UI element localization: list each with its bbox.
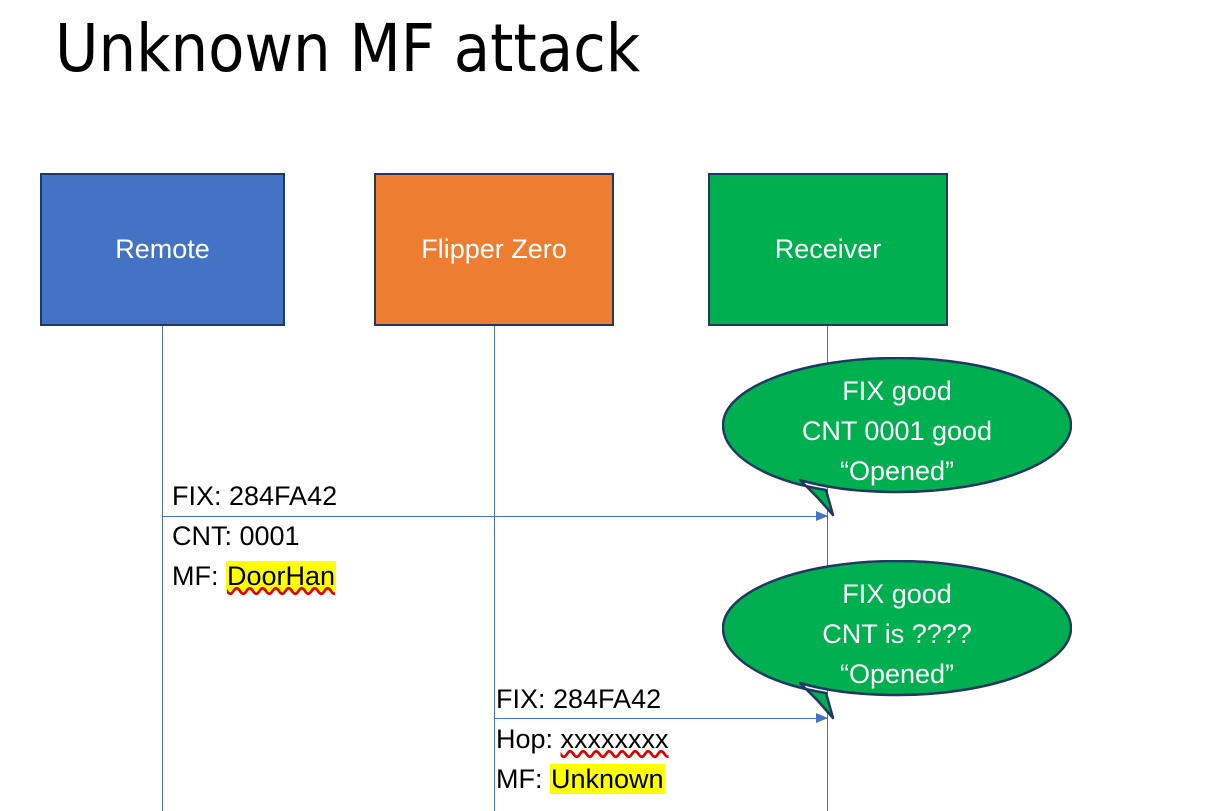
message-2-fix: FIX: 284FA42 xyxy=(496,684,662,714)
message-1-line-3: MF: DoorHan xyxy=(172,556,337,596)
speech-bubble-shape-icon xyxy=(722,560,1072,720)
lifeline-remote xyxy=(162,326,163,811)
arrow-flipper-to-receiver xyxy=(494,713,828,723)
speech-bubble-receiver-1[interactable]: FIX good CNT 0001 good “Opened” xyxy=(722,357,1072,517)
message-1-body: CNT: 0001 MF: DoorHan xyxy=(172,516,337,596)
actor-box-remote[interactable]: Remote xyxy=(40,173,285,326)
message-1-mf-prefix: MF: xyxy=(172,561,226,591)
message-2-body: Hop: xxxxxxxx MF: Unknown xyxy=(496,719,669,799)
actor-label-receiver: Receiver xyxy=(774,234,882,264)
message-2-line-2: Hop: xxxxxxxx xyxy=(496,719,669,759)
message-2-hop-value: xxxxxxxx xyxy=(560,724,669,754)
speech-bubble-shape-icon xyxy=(722,357,1072,517)
actor-box-flipper[interactable]: Flipper Zero xyxy=(374,173,614,326)
actor-label-remote: Remote xyxy=(115,234,210,264)
actor-label-flipper: Flipper Zero xyxy=(421,234,567,264)
message-1-mf-value: DoorHan xyxy=(226,561,337,591)
message-2-mf-prefix: MF: xyxy=(496,764,550,794)
lifeline-flipper xyxy=(494,326,495,811)
arrow-remote-to-receiver xyxy=(162,511,828,521)
actor-box-receiver[interactable]: Receiver xyxy=(708,173,948,326)
message-2-hop-prefix: Hop: xyxy=(496,724,561,754)
message-2-line-3: MF: Unknown xyxy=(496,759,669,799)
message-1-line-1: FIX: 284FA42 xyxy=(172,476,337,516)
message-2-line-1: FIX: 284FA42 xyxy=(496,679,661,719)
page-title: Unknown MF attack xyxy=(55,10,641,87)
message-2-mf-value: Unknown xyxy=(550,764,665,794)
message-1-line-2: CNT: 0001 xyxy=(172,516,336,556)
speech-bubble-receiver-2[interactable]: FIX good CNT is ???? “Opened” xyxy=(722,560,1072,720)
message-1-cnt: CNT: 0001 xyxy=(172,521,300,551)
message-1-fix: FIX: 284FA42 xyxy=(172,481,338,511)
